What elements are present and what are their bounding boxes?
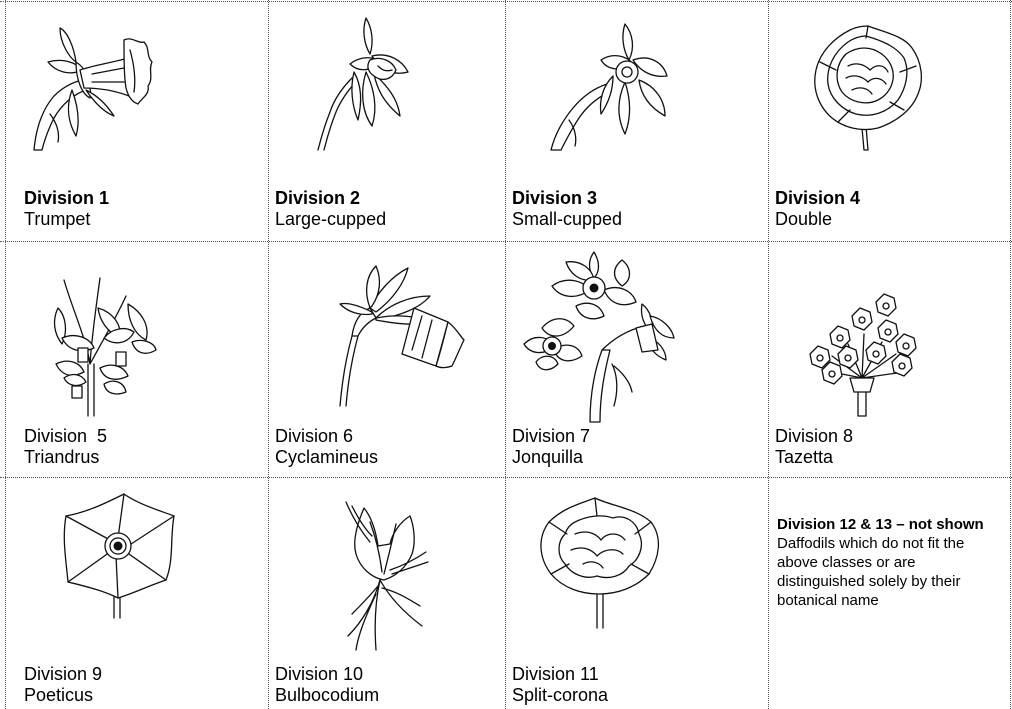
division-label-7: Division 7 Jonquilla <box>512 426 590 468</box>
division-name: Poeticus <box>24 685 102 706</box>
division-title: Division 2 <box>275 188 386 209</box>
division-title: Division 4 <box>775 188 860 209</box>
division-name: Triandrus <box>24 447 107 468</box>
division-name: Double <box>775 209 860 230</box>
split-corona-daffodil-icon <box>535 494 665 629</box>
division-label-9: Division 9 Poeticus <box>24 664 102 706</box>
grid-line <box>5 0 6 709</box>
division-label-3: Division 3 Small-cupped <box>512 188 622 230</box>
double-daffodil-icon <box>808 22 928 152</box>
grid-line <box>0 477 1012 478</box>
division-label-2: Division 2 Large-cupped <box>275 188 386 230</box>
cyclamineus-daffodil-icon <box>330 262 475 412</box>
small-cupped-daffodil-icon <box>545 20 675 155</box>
division-label-4: Division 4 Double <box>775 188 860 230</box>
division-label-1: Division 1 Trumpet <box>24 188 109 230</box>
division-label-6: Division 6 Cyclamineus <box>275 426 378 468</box>
note-title: Division 12 & 13 – not shown <box>777 515 1007 534</box>
division-name: Trumpet <box>24 209 109 230</box>
division-title: Division 7 <box>512 426 590 447</box>
grid-line <box>268 0 269 709</box>
division-label-8: Division 8 Tazetta <box>775 426 853 468</box>
division-name: Split-corona <box>512 685 608 706</box>
division-title: Division 3 <box>512 188 622 209</box>
division-title: Division 11 <box>512 664 608 685</box>
jonquilla-daffodil-icon <box>518 246 680 424</box>
poeticus-daffodil-icon <box>58 490 178 620</box>
division-name: Tazetta <box>775 447 853 468</box>
note-text: Daffodils which do not fit the above cla… <box>777 535 964 609</box>
large-cupped-daffodil-icon <box>308 16 418 156</box>
grid-line <box>768 0 769 709</box>
division-name: Jonquilla <box>512 447 590 468</box>
division-name: Cyclamineus <box>275 447 378 468</box>
grid-line <box>0 241 1012 242</box>
division-title: Division 1 <box>24 188 109 209</box>
triandrus-daffodil-icon <box>42 268 162 418</box>
trumpet-daffodil-icon <box>20 18 160 153</box>
division-label-10: Division 10 Bulbocodium <box>275 664 379 706</box>
grid-line <box>0 1 1012 2</box>
bulbocodium-daffodil-icon <box>318 502 438 652</box>
division-title: Division 8 <box>775 426 853 447</box>
division-name: Bulbocodium <box>275 685 379 706</box>
grid-line <box>1010 0 1011 709</box>
division-name: Large-cupped <box>275 209 386 230</box>
division-12-13-note: Division 12 & 13 – not shown Daffodils w… <box>777 515 1007 610</box>
division-label-5: Division 5 Triandrus <box>24 426 107 468</box>
tazetta-daffodil-icon <box>808 282 920 418</box>
grid-line <box>505 0 506 709</box>
division-title: Division 9 <box>24 664 102 685</box>
division-label-11: Division 11 Split-corona <box>512 664 608 706</box>
division-title: Division 6 <box>275 426 378 447</box>
division-title: Division 10 <box>275 664 379 685</box>
division-title: Division 5 <box>24 426 107 447</box>
division-name: Small-cupped <box>512 209 622 230</box>
